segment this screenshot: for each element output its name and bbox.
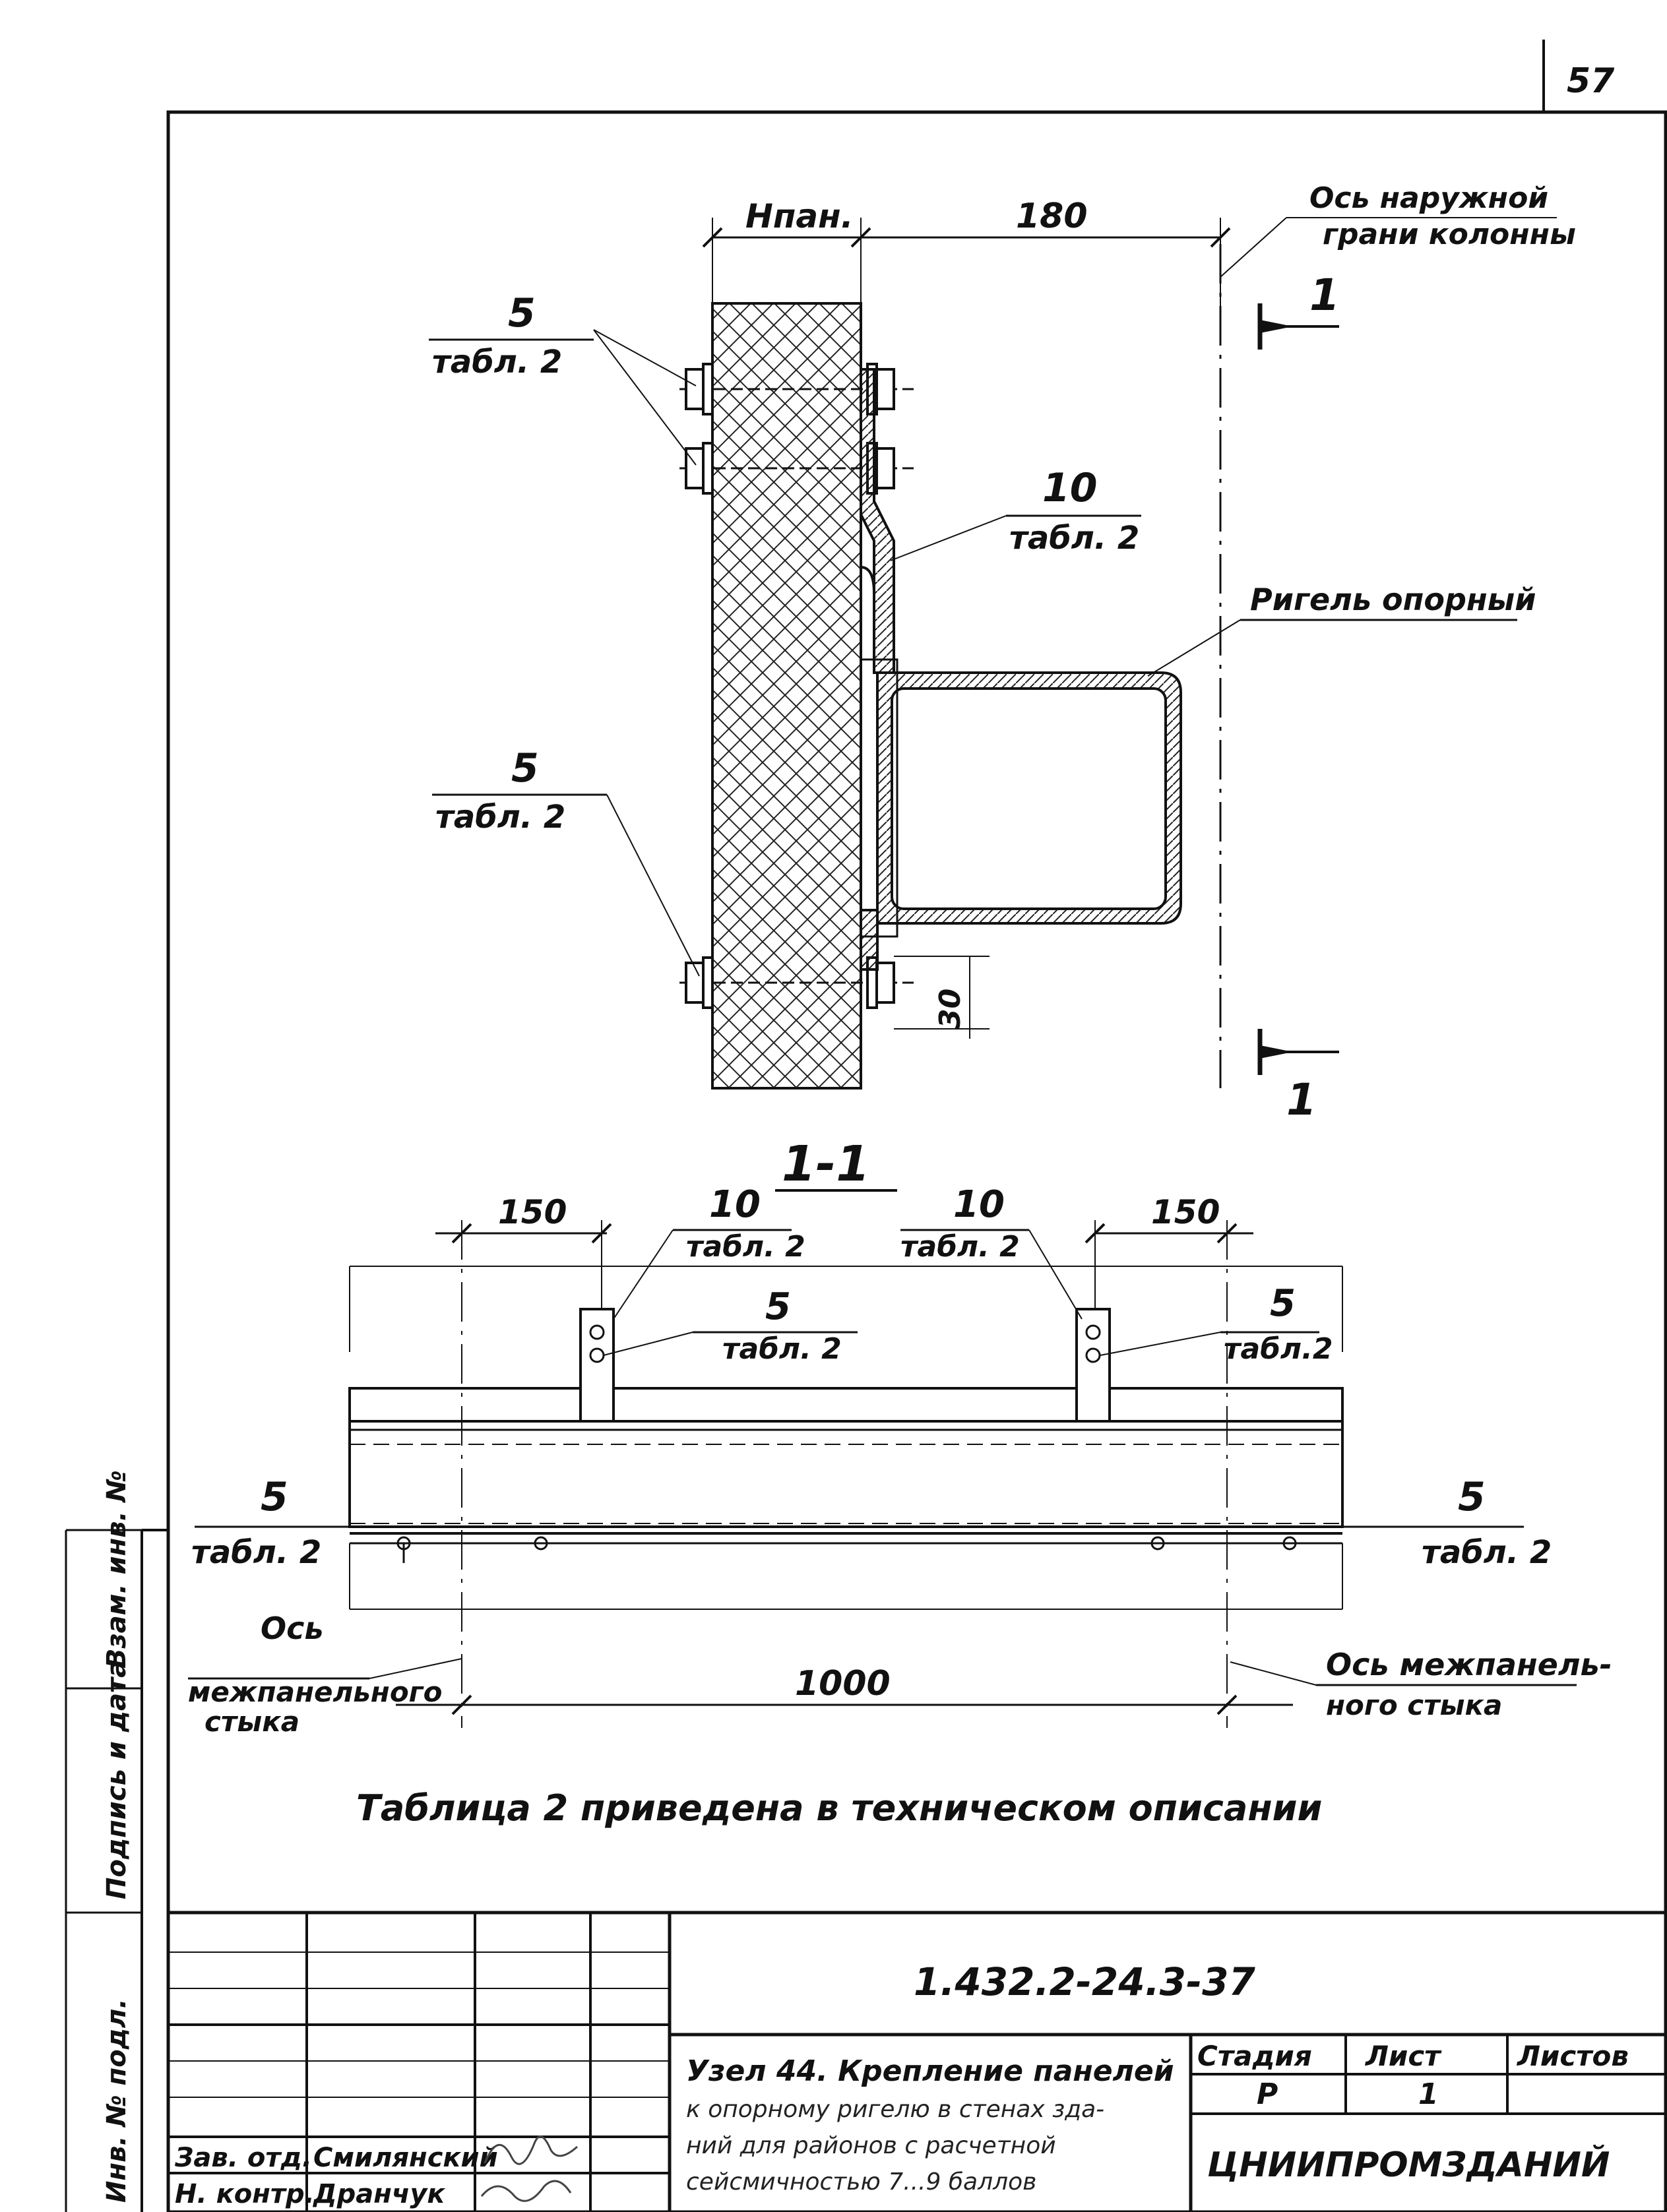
page-number: 57 [1567, 61, 1615, 101]
callout-bolt-left-num: 5 [765, 1285, 791, 1328]
top-view-detail: Нпан. 180 Ось наружной грани колонны 1 1 [429, 181, 1576, 1125]
callout-bolts-top-num: 5 [508, 290, 536, 336]
row1-role: Зав. отд. [174, 2143, 312, 2173]
axis-left-label-2: межпанельного [188, 1676, 442, 1708]
sheet-header: Лист [1364, 2040, 1442, 2072]
sheet-frame [166, 110, 1667, 2212]
girder-elevation [348, 1387, 1344, 1528]
callout-bolt-right-num: 5 [1270, 1282, 1296, 1325]
page-number-area: 57 [1542, 40, 1636, 113]
row2-name: Дранчук [312, 2179, 445, 2209]
axis-left-label-1: Ось [261, 1611, 323, 1646]
title-line-2: к опорному ригелю в стенах зда- [686, 2096, 1104, 2123]
column-axis-label-1: Ось наружной [1309, 181, 1548, 215]
signature-2 [480, 2180, 572, 2202]
side-strip-inventory: Инв. № подл. [102, 1998, 132, 2203]
row2-role: Н. контр. [175, 2179, 315, 2209]
row1-name: Смилянский [313, 2143, 498, 2173]
axis-right-label-1: Ось межпанель- [1326, 1647, 1612, 1682]
section-title: 1-1 [782, 1136, 870, 1192]
callout-bracket-left-num: 10 [709, 1183, 761, 1226]
bolt-marks [396, 1536, 1297, 1563]
callout-side-right-ref: табл. 2 [1422, 1534, 1552, 1571]
dim-panel-thickness: Нпан. [745, 197, 854, 235]
note-table-reference: Таблица 2 приведена в техническом описан… [356, 1787, 1322, 1829]
signature-1 [484, 2135, 578, 2165]
bracket-left [579, 1308, 615, 1423]
dim-offset-180: 180 [1016, 197, 1088, 236]
sheets-header: Листов [1516, 2040, 1629, 2072]
bracket-right [1075, 1308, 1111, 1423]
callout-bracket-num: 10 [1042, 465, 1098, 511]
sheet-value: 1 [1418, 2077, 1439, 2111]
callout-support-girder: Ригель опорный [1250, 582, 1536, 617]
axis-left-label-3: стыка [204, 1705, 299, 1738]
callout-side-left-num: 5 [261, 1474, 288, 1520]
stage-header: Стадия [1197, 2040, 1312, 2072]
callout-bolts-bottom-ref: табл. 2 [435, 799, 565, 836]
title-line-1: Узел 44. Крепление панелей [686, 2054, 1174, 2088]
axis-right-label-2: ного стыка [1326, 1689, 1502, 1721]
callout-side-left-ref: табл. 2 [191, 1534, 321, 1571]
callout-bolt-left-ref: табл. 2 [722, 1332, 842, 1366]
dim-1000: 1000 [795, 1664, 891, 1704]
wall-panel [711, 302, 862, 1090]
column-axis-label-2: грани колонны [1323, 218, 1576, 251]
organization: ЦНИИПРОМЗДАНИЙ [1207, 2145, 1610, 2185]
callout-bolts-bottom-num: 5 [511, 745, 539, 791]
callout-bracket-right-ref: табл. 2 [900, 1230, 1020, 1264]
title-line-3: ний для районов с расчетной [686, 2132, 1056, 2159]
section-1-1: 1-1 150 150 [188, 1136, 1612, 1738]
dim-150-right: 150 [1151, 1193, 1220, 1231]
section-mark-top: 1 [1309, 270, 1340, 321]
side-strip-signature: Подпись и дата [102, 1660, 132, 1899]
side-strip-replace: Взам. инв. № [102, 1470, 132, 1669]
dim-150-left: 150 [498, 1193, 567, 1231]
title-block: Зав. отд. Смилянский Н. контр. Дранчук 1… [168, 1911, 1666, 2212]
callout-bracket-left-ref: табл. 2 [686, 1230, 805, 1264]
callout-bracket-right-num: 10 [953, 1183, 1005, 1226]
stage-value: Р [1257, 2077, 1278, 2111]
callout-bolt-right-ref: табл.2 [1224, 1332, 1333, 1366]
callout-side-right-num: 5 [1458, 1474, 1486, 1520]
callout-bolts-top-ref: табл. 2 [432, 344, 562, 381]
callout-bracket-ref: табл. 2 [1009, 520, 1139, 557]
title-line-4: сейсмичностью 7...9 баллов [686, 2168, 1036, 2196]
document-code: 1.432.2-24.3-37 [914, 1959, 1255, 2004]
dim-30: 30 [933, 989, 967, 1029]
section-mark-bottom: 1 [1286, 1074, 1317, 1125]
